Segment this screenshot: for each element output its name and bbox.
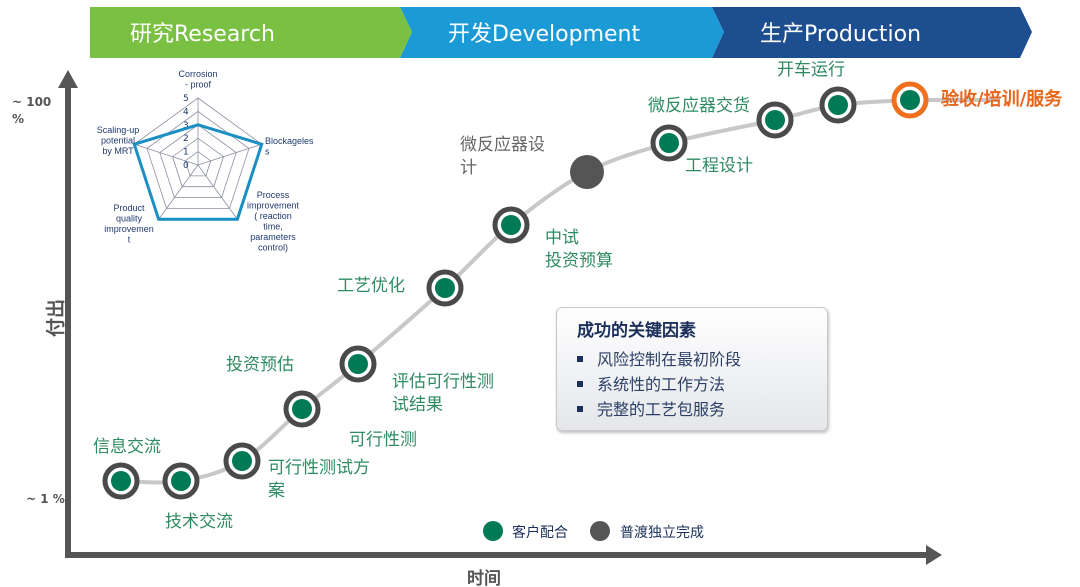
phase-development (400, 7, 724, 58)
radar-grid-ring (159, 124, 237, 198)
radar-axis-label: parameters (250, 232, 296, 242)
key-factor-text: 风险控制在最初阶段 (597, 350, 742, 369)
radar-grid-ring (146, 110, 250, 209)
radar-axis-label: Blockageles (265, 136, 314, 146)
key-factor-item: 风险控制在最初阶段 (577, 347, 827, 372)
y-axis-title: 付出 (44, 299, 67, 337)
step-node-fill (435, 278, 455, 298)
radar-axis-label: s (265, 147, 270, 157)
radar-axis-label: time, (263, 222, 283, 232)
radar-axis-label: improvement (247, 201, 300, 211)
step-node-fill (659, 133, 679, 153)
step-node-fill (292, 399, 312, 419)
step-node-fill (171, 471, 191, 491)
step-node-fill (232, 451, 252, 471)
radar-spoke (197, 164, 238, 220)
radar-tick-label: 4 (183, 107, 189, 117)
step-label: 工程设计 (685, 156, 753, 176)
step-label: 微反应器设 (460, 135, 545, 155)
step-label: 投资预估 (226, 355, 294, 375)
radar-axis-label: potential (101, 136, 135, 146)
step-label: 可行性测 (349, 430, 417, 450)
radar-series (132, 123, 264, 221)
bullet-icon (577, 406, 583, 412)
radar-axis-label: Product (113, 203, 145, 213)
step-label: 可行性测试方 (268, 458, 370, 478)
radar-axis-label: ( reaction (254, 211, 292, 221)
step-node-fill (828, 95, 848, 115)
x-axis-arrow-icon (926, 545, 942, 565)
step-label: 试结果 (392, 395, 443, 415)
step-label: 案 (268, 481, 285, 501)
radar-axis-label: by MRT (102, 146, 134, 156)
radar-axis-label: Scaling-up (97, 125, 140, 135)
phase-production-label: 生产Production (760, 22, 921, 47)
radar-spoke (197, 143, 262, 166)
radar-axis-label: t (128, 235, 131, 245)
step-node-fill (765, 110, 785, 130)
radar-tick-label: 5 (183, 94, 189, 104)
step-label: 中试 (545, 228, 579, 248)
step-node-fill (348, 354, 368, 374)
step-node-fill (900, 90, 920, 110)
step-label: 投资预算 (545, 251, 613, 271)
step-node-independent (570, 155, 604, 189)
radar-spoke (158, 164, 199, 220)
legend-independent-marker (590, 521, 610, 541)
step-node-fill (501, 215, 521, 235)
bullet-icon (577, 381, 583, 387)
y-min-label: ~ 1 % (26, 492, 65, 506)
step-label: 评估可行性测 (392, 372, 494, 392)
radar-grid-ring (184, 151, 212, 177)
legend-client-label: 客户配合 (512, 524, 568, 541)
phase-production (712, 7, 1032, 58)
legend-client-marker (483, 521, 503, 541)
step-node-fill (111, 471, 131, 491)
y-axis-arrow-icon (58, 70, 78, 88)
radar-axis-label: Process (257, 190, 290, 200)
radar-axis-label: control) (258, 243, 288, 253)
phase-research-label: 研究Research (130, 22, 275, 47)
radar-tick-label: 3 (183, 121, 189, 131)
x-axis-title: 时间 (467, 568, 501, 587)
radar-axis-label: quality (116, 214, 143, 224)
radar-axis-label: Corrosion (178, 69, 217, 79)
radar-axis-label: - proof (185, 80, 212, 90)
step-label: 信息交流 (93, 437, 161, 457)
step-label: 微反应器交货 (648, 96, 750, 116)
key-factor-text: 系统性的工作方法 (597, 375, 726, 394)
radar-tick-label: 0 (183, 161, 189, 171)
legend-independent-label: 普渡独立完成 (620, 525, 704, 541)
step-label: 验收/培训/服务 (941, 88, 1063, 110)
radar-chart: 0 1 2 3 4 5 Corrosion- proofBlockagelessProces… (97, 69, 314, 253)
phase-research (90, 7, 412, 58)
radar-spoke (134, 143, 199, 166)
key-factor-item: 系统性的工作方法 (577, 372, 827, 397)
step-label: 计 (460, 158, 477, 178)
key-factor-item: 完整的工艺包服务 (577, 397, 827, 422)
key-factors-title: 成功的关键因素 (577, 321, 696, 341)
key-factor-text: 完整的工艺包服务 (597, 400, 726, 419)
radar-tick-label: 1 (183, 148, 189, 158)
legend: 客户配合 普渡独立完成 (483, 521, 704, 541)
phase-banner: 研究Research 开发Development 生产Production (90, 7, 1032, 58)
step-label: 工艺优化 (337, 276, 405, 296)
axes: ~ 100 % ~ 1 % 付出 时间 (12, 70, 942, 587)
y-max-label-pct: % (12, 112, 24, 126)
phase-development-label: 开发Development (448, 22, 640, 47)
radar-grid-ring (172, 137, 224, 188)
radar-axis-label: improvemen (104, 224, 154, 234)
step-label: 技术交流 (165, 512, 233, 532)
y-max-label: ~ 100 (12, 95, 51, 109)
bullet-icon (577, 356, 583, 362)
step-label: 开车运行 (777, 60, 845, 80)
radar-tick-label: 2 (183, 134, 189, 144)
key-factors-box: 成功的关键因素 风险控制在最初阶段 系统性的工作方法 完整的工艺包服务 (556, 307, 828, 431)
